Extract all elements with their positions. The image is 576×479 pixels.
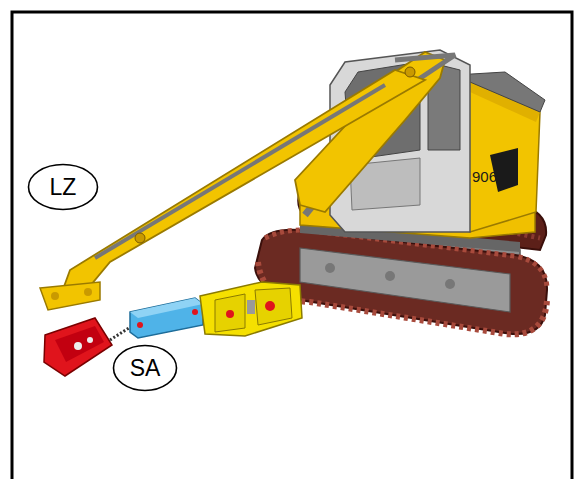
model-number: 906 [472, 168, 497, 185]
quick-coupler [40, 282, 100, 310]
ellipse-label: LZ [27, 163, 99, 211]
red-attachment [44, 318, 112, 376]
yellow-gear [200, 282, 302, 336]
stick [62, 70, 425, 292]
ellipse-label: SA [112, 344, 178, 392]
frame [12, 12, 572, 479]
node-label: SA [112, 344, 178, 382]
blue-cylinder [130, 298, 203, 338]
node-label: LZ [27, 163, 99, 201]
